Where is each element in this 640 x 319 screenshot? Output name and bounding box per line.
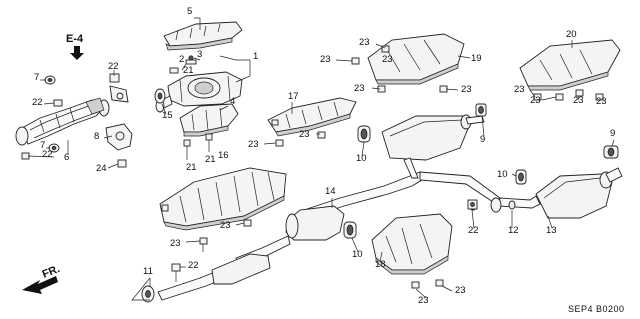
leader-lines bbox=[27, 17, 615, 301]
front-pipe-assembly bbox=[15, 75, 110, 160]
gasket-15 bbox=[154, 88, 166, 104]
callout-24: 24 bbox=[96, 163, 107, 174]
callout-7: 7 bbox=[34, 72, 39, 83]
callout-14: 14 bbox=[325, 186, 336, 197]
heat-shield-18 bbox=[371, 213, 453, 289]
callout-23: 23 bbox=[573, 95, 584, 106]
callout-23: 23 bbox=[418, 295, 429, 306]
heat-shield-rear-left bbox=[351, 33, 465, 93]
front-arrow-icon bbox=[22, 276, 58, 294]
callout-10: 10 bbox=[356, 153, 367, 164]
callout-22: 22 bbox=[188, 260, 199, 271]
callout-10: 10 bbox=[352, 249, 363, 260]
hanger-bracket bbox=[105, 123, 133, 168]
callout-18: 18 bbox=[375, 259, 386, 270]
callout-21: 21 bbox=[186, 162, 197, 173]
heat-shield-upper bbox=[163, 21, 243, 51]
callout-4: 4 bbox=[230, 96, 235, 107]
callout-20: 20 bbox=[566, 29, 577, 40]
front-pipe-lower bbox=[141, 253, 271, 303]
callout-13: 13 bbox=[546, 225, 557, 236]
callout-23: 23 bbox=[248, 139, 259, 150]
callout-10: 10 bbox=[497, 169, 508, 180]
callout-9: 9 bbox=[480, 134, 485, 145]
catalytic-converter bbox=[155, 55, 243, 113]
rubber-mount-10a bbox=[357, 125, 371, 143]
callout-23: 23 bbox=[220, 220, 231, 231]
callout-22: 22 bbox=[108, 61, 119, 72]
reference-arrow-icon bbox=[70, 46, 84, 60]
muffler-right bbox=[515, 145, 623, 219]
reference-marker: E-4 bbox=[66, 33, 84, 60]
front-direction-marker: FR. bbox=[22, 263, 62, 294]
callout-23: 23 bbox=[530, 95, 541, 106]
callout-19: 19 bbox=[471, 53, 482, 64]
callout-7: 7 bbox=[40, 140, 45, 151]
callout-23: 23 bbox=[455, 285, 466, 296]
callout-22: 22 bbox=[42, 149, 53, 160]
muffler-left bbox=[381, 103, 487, 161]
heat-shield-mid bbox=[267, 97, 357, 147]
callout-23: 23 bbox=[359, 37, 370, 48]
callout-23: 23 bbox=[299, 129, 310, 140]
nut-22-top bbox=[109, 73, 129, 103]
front-direction-label: FR. bbox=[41, 263, 62, 281]
heat-shield-cat-lower bbox=[179, 103, 239, 160]
callout-21: 21 bbox=[183, 65, 194, 76]
callout-9: 9 bbox=[610, 128, 615, 139]
callout-23: 23 bbox=[514, 84, 525, 95]
heat-shield-floor bbox=[159, 167, 287, 252]
diagram-code: SEP4 B0200 bbox=[568, 304, 625, 314]
callout-5: 5 bbox=[187, 6, 192, 17]
callout-22: 22 bbox=[468, 225, 479, 236]
callout-11: 11 bbox=[143, 266, 153, 277]
callout-3: 3 bbox=[197, 49, 202, 60]
callout-23: 23 bbox=[320, 54, 331, 65]
callout-16: 16 bbox=[218, 150, 229, 161]
heat-shield-rear-right bbox=[519, 39, 621, 101]
callout-1: 1 bbox=[253, 51, 258, 62]
callout-17: 17 bbox=[288, 91, 299, 102]
callout-6: 6 bbox=[64, 152, 69, 163]
callout-15: 15 bbox=[162, 110, 173, 121]
callout-23: 23 bbox=[461, 84, 472, 95]
nut-22-rear bbox=[467, 199, 478, 210]
callout-23: 23 bbox=[170, 238, 181, 249]
callout-23: 23 bbox=[354, 83, 365, 94]
callout-22: 22 bbox=[32, 97, 43, 108]
callout-12: 12 bbox=[508, 225, 519, 236]
reference-label: E-4 bbox=[66, 33, 84, 45]
callout-21: 21 bbox=[205, 154, 216, 165]
rubber-mount-10c bbox=[343, 221, 357, 239]
callout-2: 2 bbox=[179, 54, 184, 65]
callout-23: 23 bbox=[596, 96, 607, 107]
callout-8: 8 bbox=[94, 131, 99, 142]
callout-23: 23 bbox=[382, 54, 393, 65]
